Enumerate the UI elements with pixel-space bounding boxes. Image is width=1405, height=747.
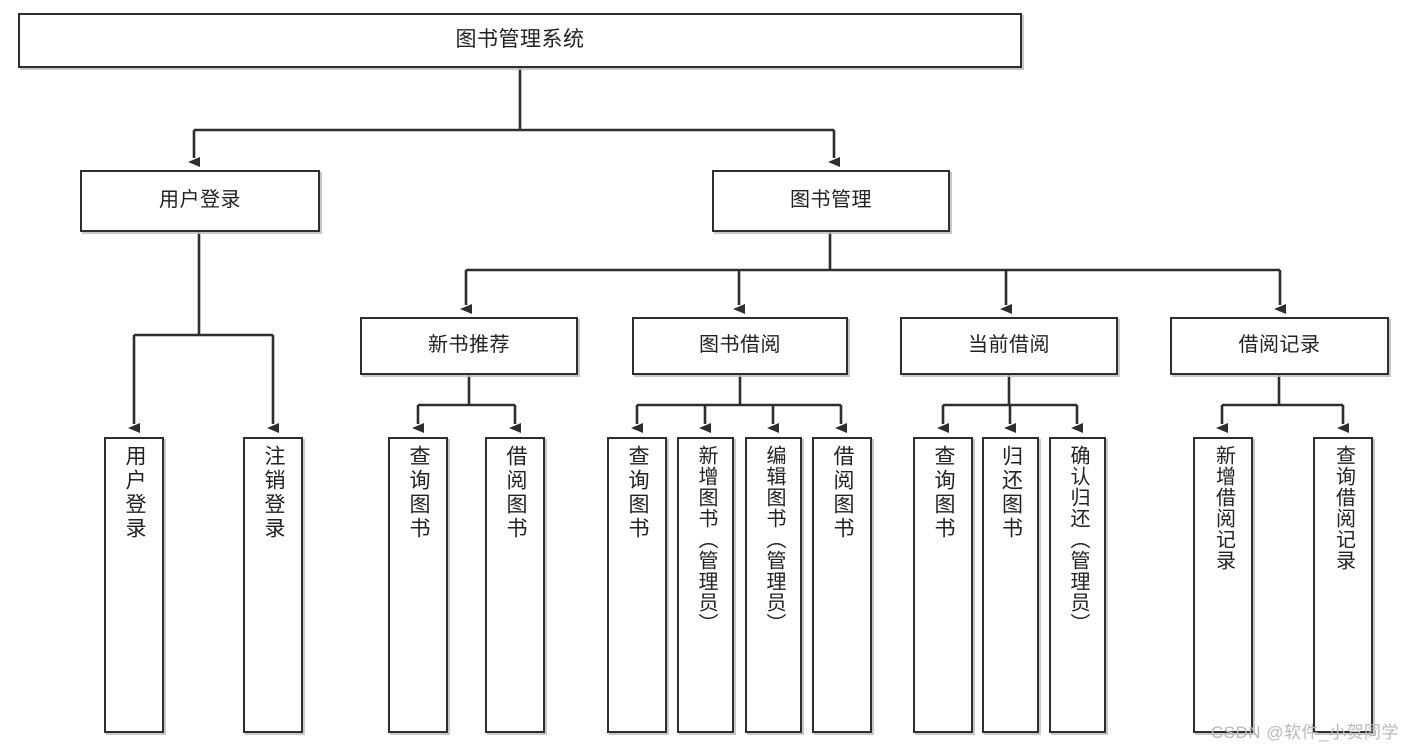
node-label: 借阅图书 <box>504 445 528 541</box>
leaf-current-borrow-confirm-return-admin[interactable]: 确认归还（管理员） <box>1049 437 1106 733</box>
node-label: 编辑图书（管理员） <box>763 445 785 634</box>
node-borrow-record[interactable]: 借阅记录 <box>1170 317 1389 375</box>
node-label: 新增借阅记录 <box>1212 445 1235 571</box>
node-label: 新增图书（管理员） <box>695 445 717 634</box>
node-label: 确认归还（管理员） <box>1067 445 1089 634</box>
leaf-book-borrow-query-books[interactable]: 查询图书 <box>607 437 667 733</box>
leaf-borrow-record-add-record[interactable]: 新增借阅记录 <box>1193 437 1253 733</box>
leaf-user-login-login[interactable]: 用户登录 <box>104 437 164 733</box>
node-label: 用户登录 <box>159 189 241 212</box>
node-book-borrow[interactable]: 图书借阅 <box>632 317 848 375</box>
node-label: 注销登录 <box>262 445 286 541</box>
leaf-new-book-borrow-books[interactable]: 借阅图书 <box>485 437 545 733</box>
leaf-book-borrow-add-book-admin[interactable]: 新增图书（管理员） <box>677 437 734 733</box>
node-label: 查询图书 <box>626 445 650 541</box>
leaf-book-borrow-borrow-books[interactable]: 借阅图书 <box>812 437 872 733</box>
node-label: 查询图书 <box>407 445 431 541</box>
node-user-login[interactable]: 用户登录 <box>80 170 320 232</box>
node-label: 查询图书 <box>932 445 956 541</box>
node-label: 借阅记录 <box>1238 334 1321 357</box>
node-label: 图书借阅 <box>699 334 781 357</box>
node-label: 图书管理系统 <box>455 28 585 52</box>
leaf-user-login-logout[interactable]: 注销登录 <box>243 437 303 733</box>
node-label: 图书管理 <box>790 189 872 212</box>
node-current-borrow[interactable]: 当前借阅 <box>900 317 1118 375</box>
watermark-text: CSDN @软件_小贺同学 <box>1210 723 1399 742</box>
leaf-new-book-query-books[interactable]: 查询图书 <box>388 437 448 733</box>
node-new-book-recommend[interactable]: 新书推荐 <box>360 317 578 375</box>
leaf-current-borrow-query-books[interactable]: 查询图书 <box>913 437 973 733</box>
node-label: 新书推荐 <box>428 334 510 357</box>
node-label: 当前借阅 <box>968 334 1050 357</box>
leaf-book-borrow-edit-book-admin[interactable]: 编辑图书（管理员） <box>745 437 802 733</box>
node-label: 用户登录 <box>123 445 147 541</box>
leaf-borrow-record-query-record[interactable]: 查询借阅记录 <box>1313 437 1373 733</box>
leaf-current-borrow-return-books[interactable]: 归还图书 <box>982 437 1039 733</box>
node-label: 归还图书 <box>999 445 1023 541</box>
node-book-management[interactable]: 图书管理 <box>712 170 950 232</box>
node-label: 借阅图书 <box>831 445 855 541</box>
node-label: 查询借阅记录 <box>1332 445 1355 571</box>
node-root-book-management-system[interactable]: 图书管理系统 <box>18 13 1022 68</box>
